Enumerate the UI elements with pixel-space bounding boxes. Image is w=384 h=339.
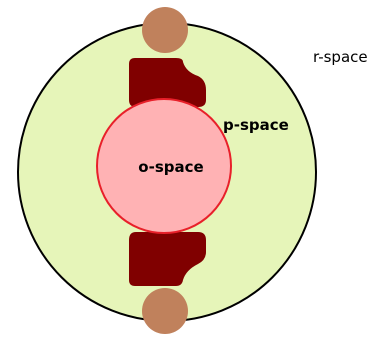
o-space-circle — [96, 98, 232, 234]
o-space-label: o-space — [138, 158, 203, 176]
bottom-person-head — [142, 288, 188, 334]
r-space-label: r-space — [313, 48, 368, 66]
bottom-person-body — [129, 232, 206, 286]
p-space-label: p-space — [223, 116, 289, 134]
top-person-head — [142, 7, 188, 53]
top-person-body — [129, 58, 206, 107]
